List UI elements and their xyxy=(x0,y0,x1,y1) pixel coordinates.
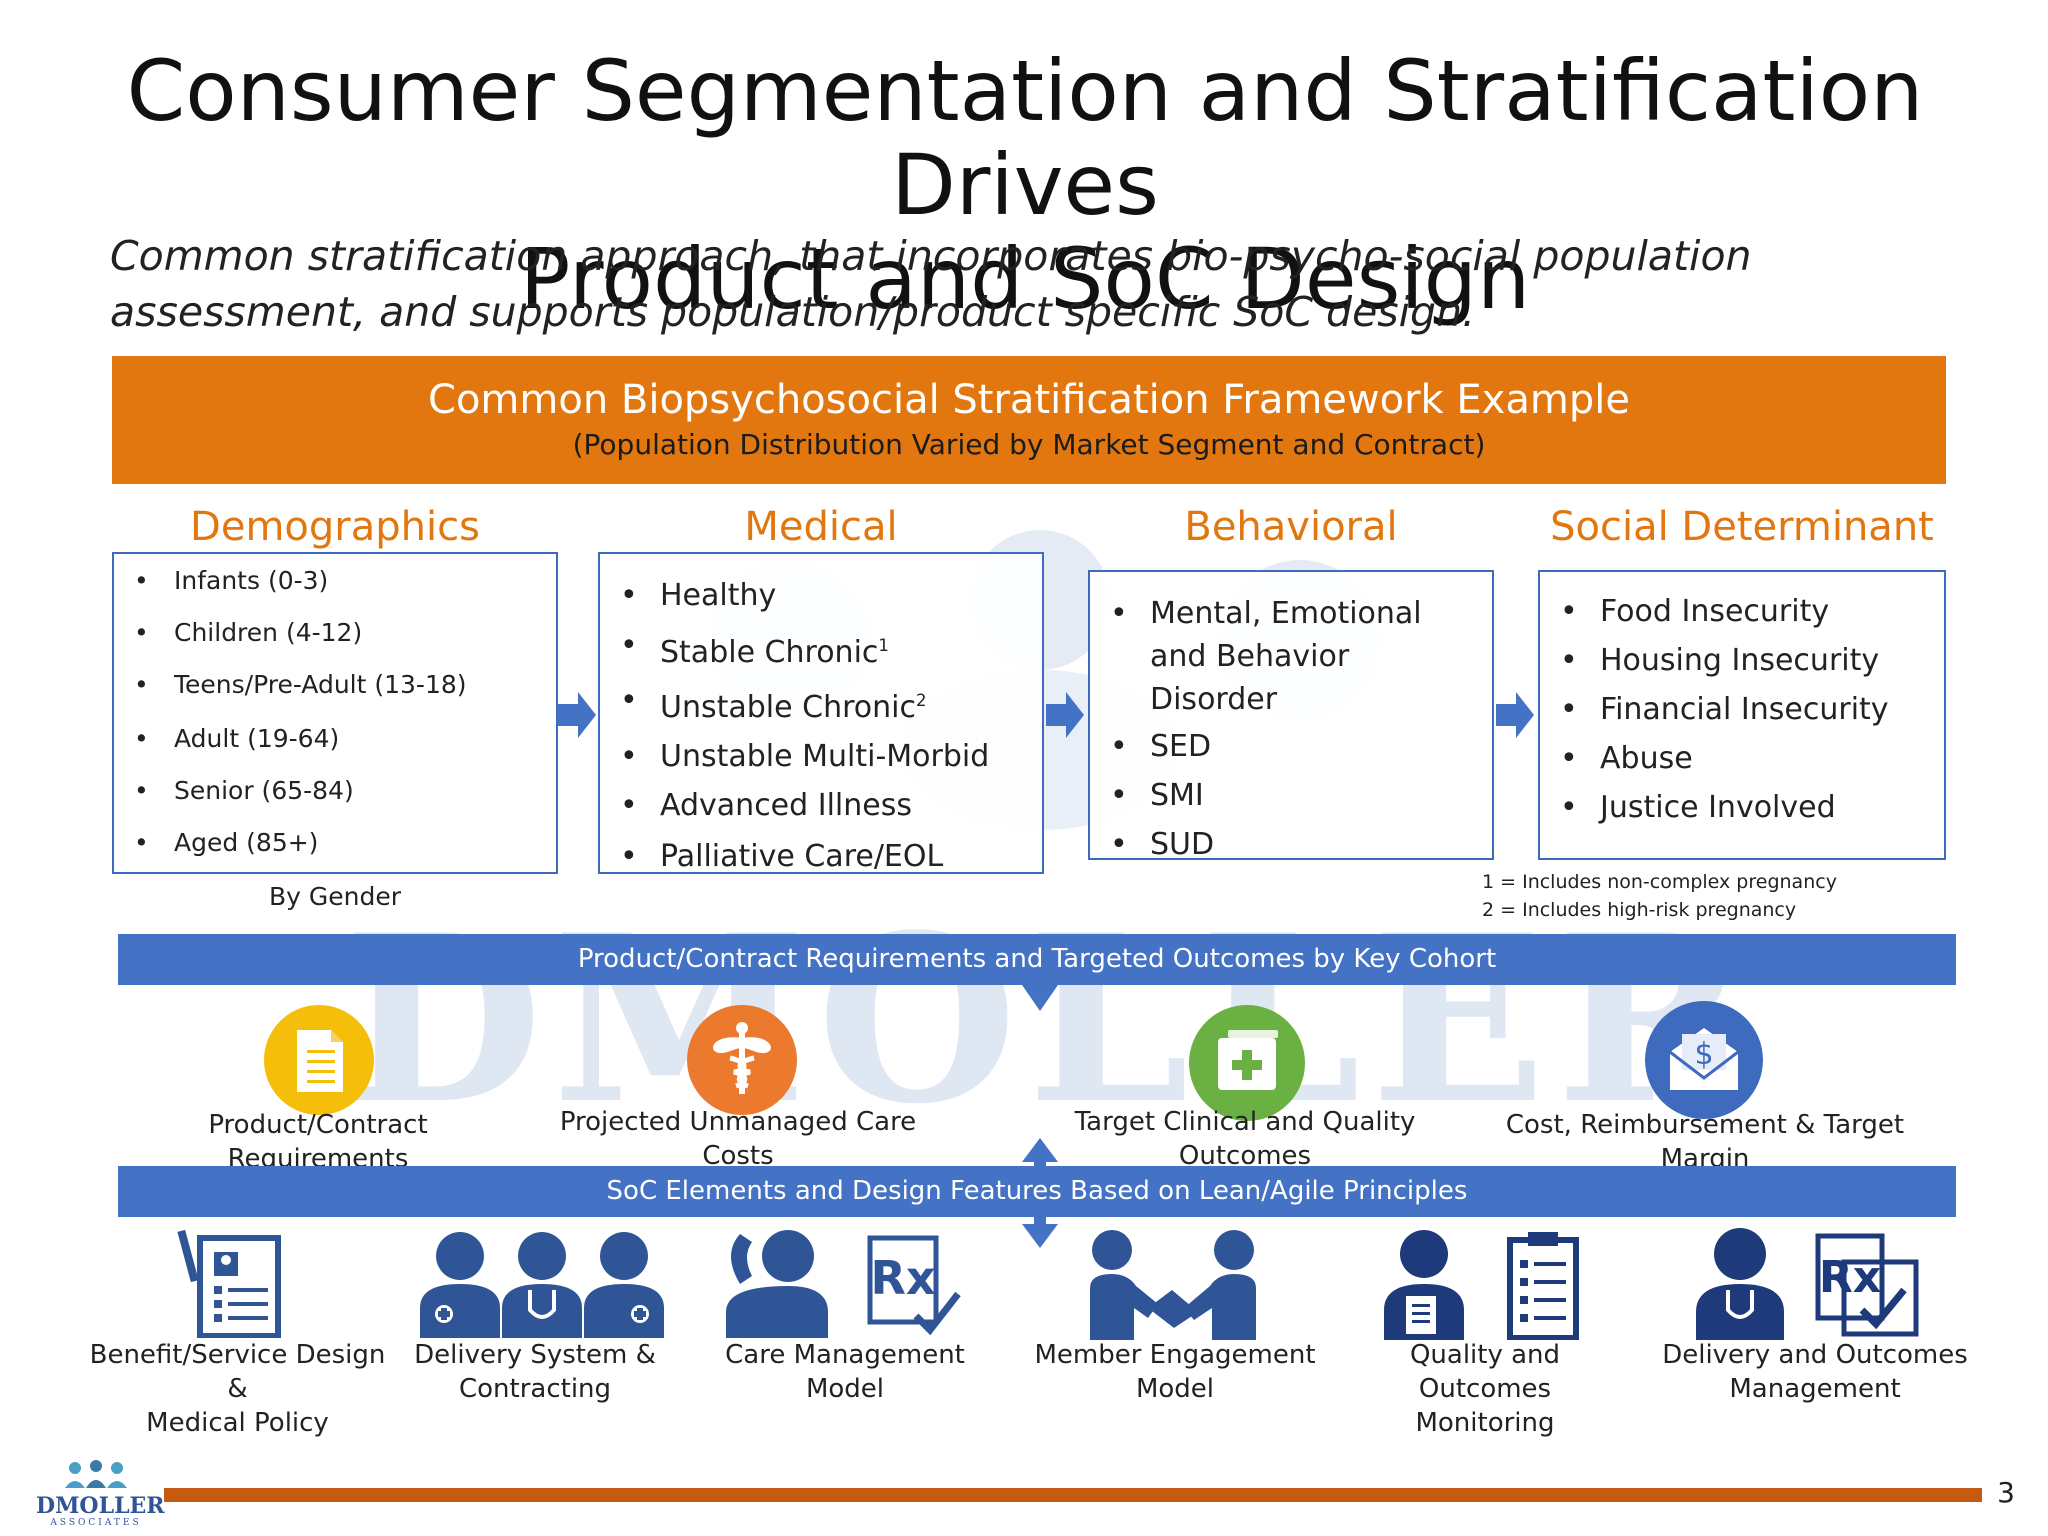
list-item: Advanced Illness xyxy=(600,786,1042,826)
banner-title: Common Biopsychosocial Stratification Fr… xyxy=(428,377,1630,423)
footnote-marker-1: 1 xyxy=(878,636,889,655)
list-item: Teens/Pre-Adult (13-18) xyxy=(114,668,556,702)
list-item: Adult (19-64) xyxy=(114,722,556,756)
list-item: Mental, Emotional and Behavior Disorder xyxy=(1090,592,1492,721)
list-item: Aged (85+) xyxy=(114,826,556,860)
list-item: SED xyxy=(1090,725,1492,768)
list-item: Palliative Care/EOL xyxy=(600,837,1042,877)
by-gender-note: By Gender xyxy=(268,882,402,911)
handshake-icon xyxy=(1090,1230,1256,1340)
doctors-group-icon xyxy=(420,1232,664,1338)
soc-label-line: Monitoring xyxy=(1415,1408,1555,1438)
doctor-prescription-icon: Rx xyxy=(1696,1228,1919,1340)
arrow-right-icon xyxy=(1496,692,1534,738)
soc-label-line: Member Engagement xyxy=(1034,1340,1316,1370)
framework-banner: Common Biopsychosocial Stratification Fr… xyxy=(112,356,1946,484)
demographics-box: Infants (0-3) Children (4-12) Teens/Pre-… xyxy=(112,552,558,874)
list-item-text: Unstable Chronic xyxy=(660,690,916,725)
list-item: Justice Involved xyxy=(1540,788,1944,828)
outcome-label-unmanaged-costs: Projected Unmanaged Care Costs xyxy=(559,1107,917,1171)
heading-behavioral: Behavioral xyxy=(1184,504,1398,550)
subtitle: Common stratification approach, that inc… xyxy=(110,232,1752,336)
heading-social-determinant: Social Determinant xyxy=(1550,504,1934,550)
soc-label-line: Model xyxy=(805,1374,885,1404)
arrow-right-icon xyxy=(1046,692,1084,738)
list-item: Infants (0-3) xyxy=(114,564,556,598)
title-line-1: Consumer Segmentation and Stratification… xyxy=(126,42,1924,234)
caduceus-icon xyxy=(687,1005,797,1115)
soc-elements-bar: SoC Elements and Design Features Based o… xyxy=(118,1166,1956,1217)
soc-label-line: Contracting xyxy=(458,1374,612,1404)
soc-label-care-management: Care Management Model xyxy=(700,1338,990,1406)
soc-label-line: Delivery and Outcomes xyxy=(1662,1340,1968,1370)
document-list-icon xyxy=(264,1005,374,1115)
footer-logo: DMOLLER ASSOCIATES xyxy=(36,1458,165,1528)
logo-sub: ASSOCIATES xyxy=(50,1518,142,1528)
list-item: Stable Chronic1 xyxy=(600,626,1042,673)
soc-label-line: Model xyxy=(1135,1374,1215,1404)
heading-demographics: Demographics xyxy=(190,504,480,550)
behavioral-box: Mental, Emotional and Behavior Disorder … xyxy=(1088,570,1494,866)
list-item: Food Insecurity xyxy=(1540,592,1944,632)
arrow-right-icon xyxy=(558,692,596,738)
soc-label-member-engagement: Member Engagement Model xyxy=(1030,1338,1320,1406)
svg-text:$: $ xyxy=(1694,1037,1713,1072)
list-item-text: Stable Chronic xyxy=(660,635,879,670)
social-determinant-box: Food Insecurity Housing Insecurity Finan… xyxy=(1538,570,1946,860)
footnote-1: 1 = Includes non-complex pregnancy xyxy=(1482,871,1837,893)
list-item: Senior (65-84) xyxy=(114,774,556,808)
soc-label-benefit-design: Benefit/Service Design & Medical Policy xyxy=(80,1338,395,1440)
logo-people-icon xyxy=(65,1460,127,1488)
soc-label-line: Medical Policy xyxy=(146,1408,329,1438)
clipboard-person-icon xyxy=(1384,1230,1579,1340)
requirements-bar: Product/Contract Requirements and Target… xyxy=(118,934,1956,985)
arrow-down-icon xyxy=(1022,985,1058,1011)
footnote-2: 2 = Includes high-risk pregnancy xyxy=(1482,899,1797,921)
outcome-label-clinical-quality: Target Clinical and Quality Outcomes xyxy=(1074,1107,1416,1171)
title-line-2: Product and SoC Design xyxy=(519,230,1531,328)
list-item: SUD xyxy=(1090,823,1492,866)
heading-medical: Medical xyxy=(744,504,898,550)
page-title: Consumer Segmentation and Stratification… xyxy=(60,44,1990,326)
list-item: Abuse xyxy=(1540,739,1944,779)
banner-subtitle: (Population Distribution Varied by Marke… xyxy=(572,428,1486,461)
page-number: 3 xyxy=(1997,1476,2015,1509)
dollar-envelope-icon: $ xyxy=(1645,1001,1763,1119)
list-item: Unstable Multi-Morbid xyxy=(600,737,1042,777)
footnotes: 1 = Includes non-complex pregnancy 2 = I… xyxy=(1482,868,1962,924)
list-item: SMI xyxy=(1090,774,1492,817)
soc-label-quality-monitoring: Quality and Outcomes Monitoring xyxy=(1340,1338,1630,1440)
medical-kit-icon xyxy=(1189,1005,1305,1121)
list-item: Healthy xyxy=(600,576,1042,616)
policy-document-icon xyxy=(177,1229,281,1338)
footer-bar xyxy=(164,1488,1982,1502)
soc-label-delivery-outcomes: Delivery and Outcomes Management xyxy=(1660,1338,1970,1406)
logo-name: DMOLLER xyxy=(36,1493,165,1519)
soc-label-delivery-system: Delivery System & Contracting xyxy=(390,1338,680,1406)
list-item: Housing Insecurity xyxy=(1540,641,1944,681)
soc-label-line: Quality and Outcomes xyxy=(1409,1340,1561,1404)
phone-care-icon: Rx xyxy=(726,1230,961,1338)
soc-label-line: Management xyxy=(1729,1374,1901,1404)
soc-label-line: Care Management xyxy=(725,1340,965,1370)
footnote-marker-2: 2 xyxy=(915,691,927,710)
list-item: Children (4-12) xyxy=(114,616,556,650)
medical-box: Healthy Stable Chronic1 Unstable Chronic… xyxy=(598,552,1044,877)
soc-label-line: Delivery System & xyxy=(414,1340,656,1370)
soc-label-line: Benefit/Service Design & xyxy=(89,1340,386,1404)
list-item: Financial Insecurity xyxy=(1540,690,1944,730)
svg-text:Rx: Rx xyxy=(870,1251,935,1305)
list-item: Unstable Chronic2 xyxy=(600,681,1042,728)
